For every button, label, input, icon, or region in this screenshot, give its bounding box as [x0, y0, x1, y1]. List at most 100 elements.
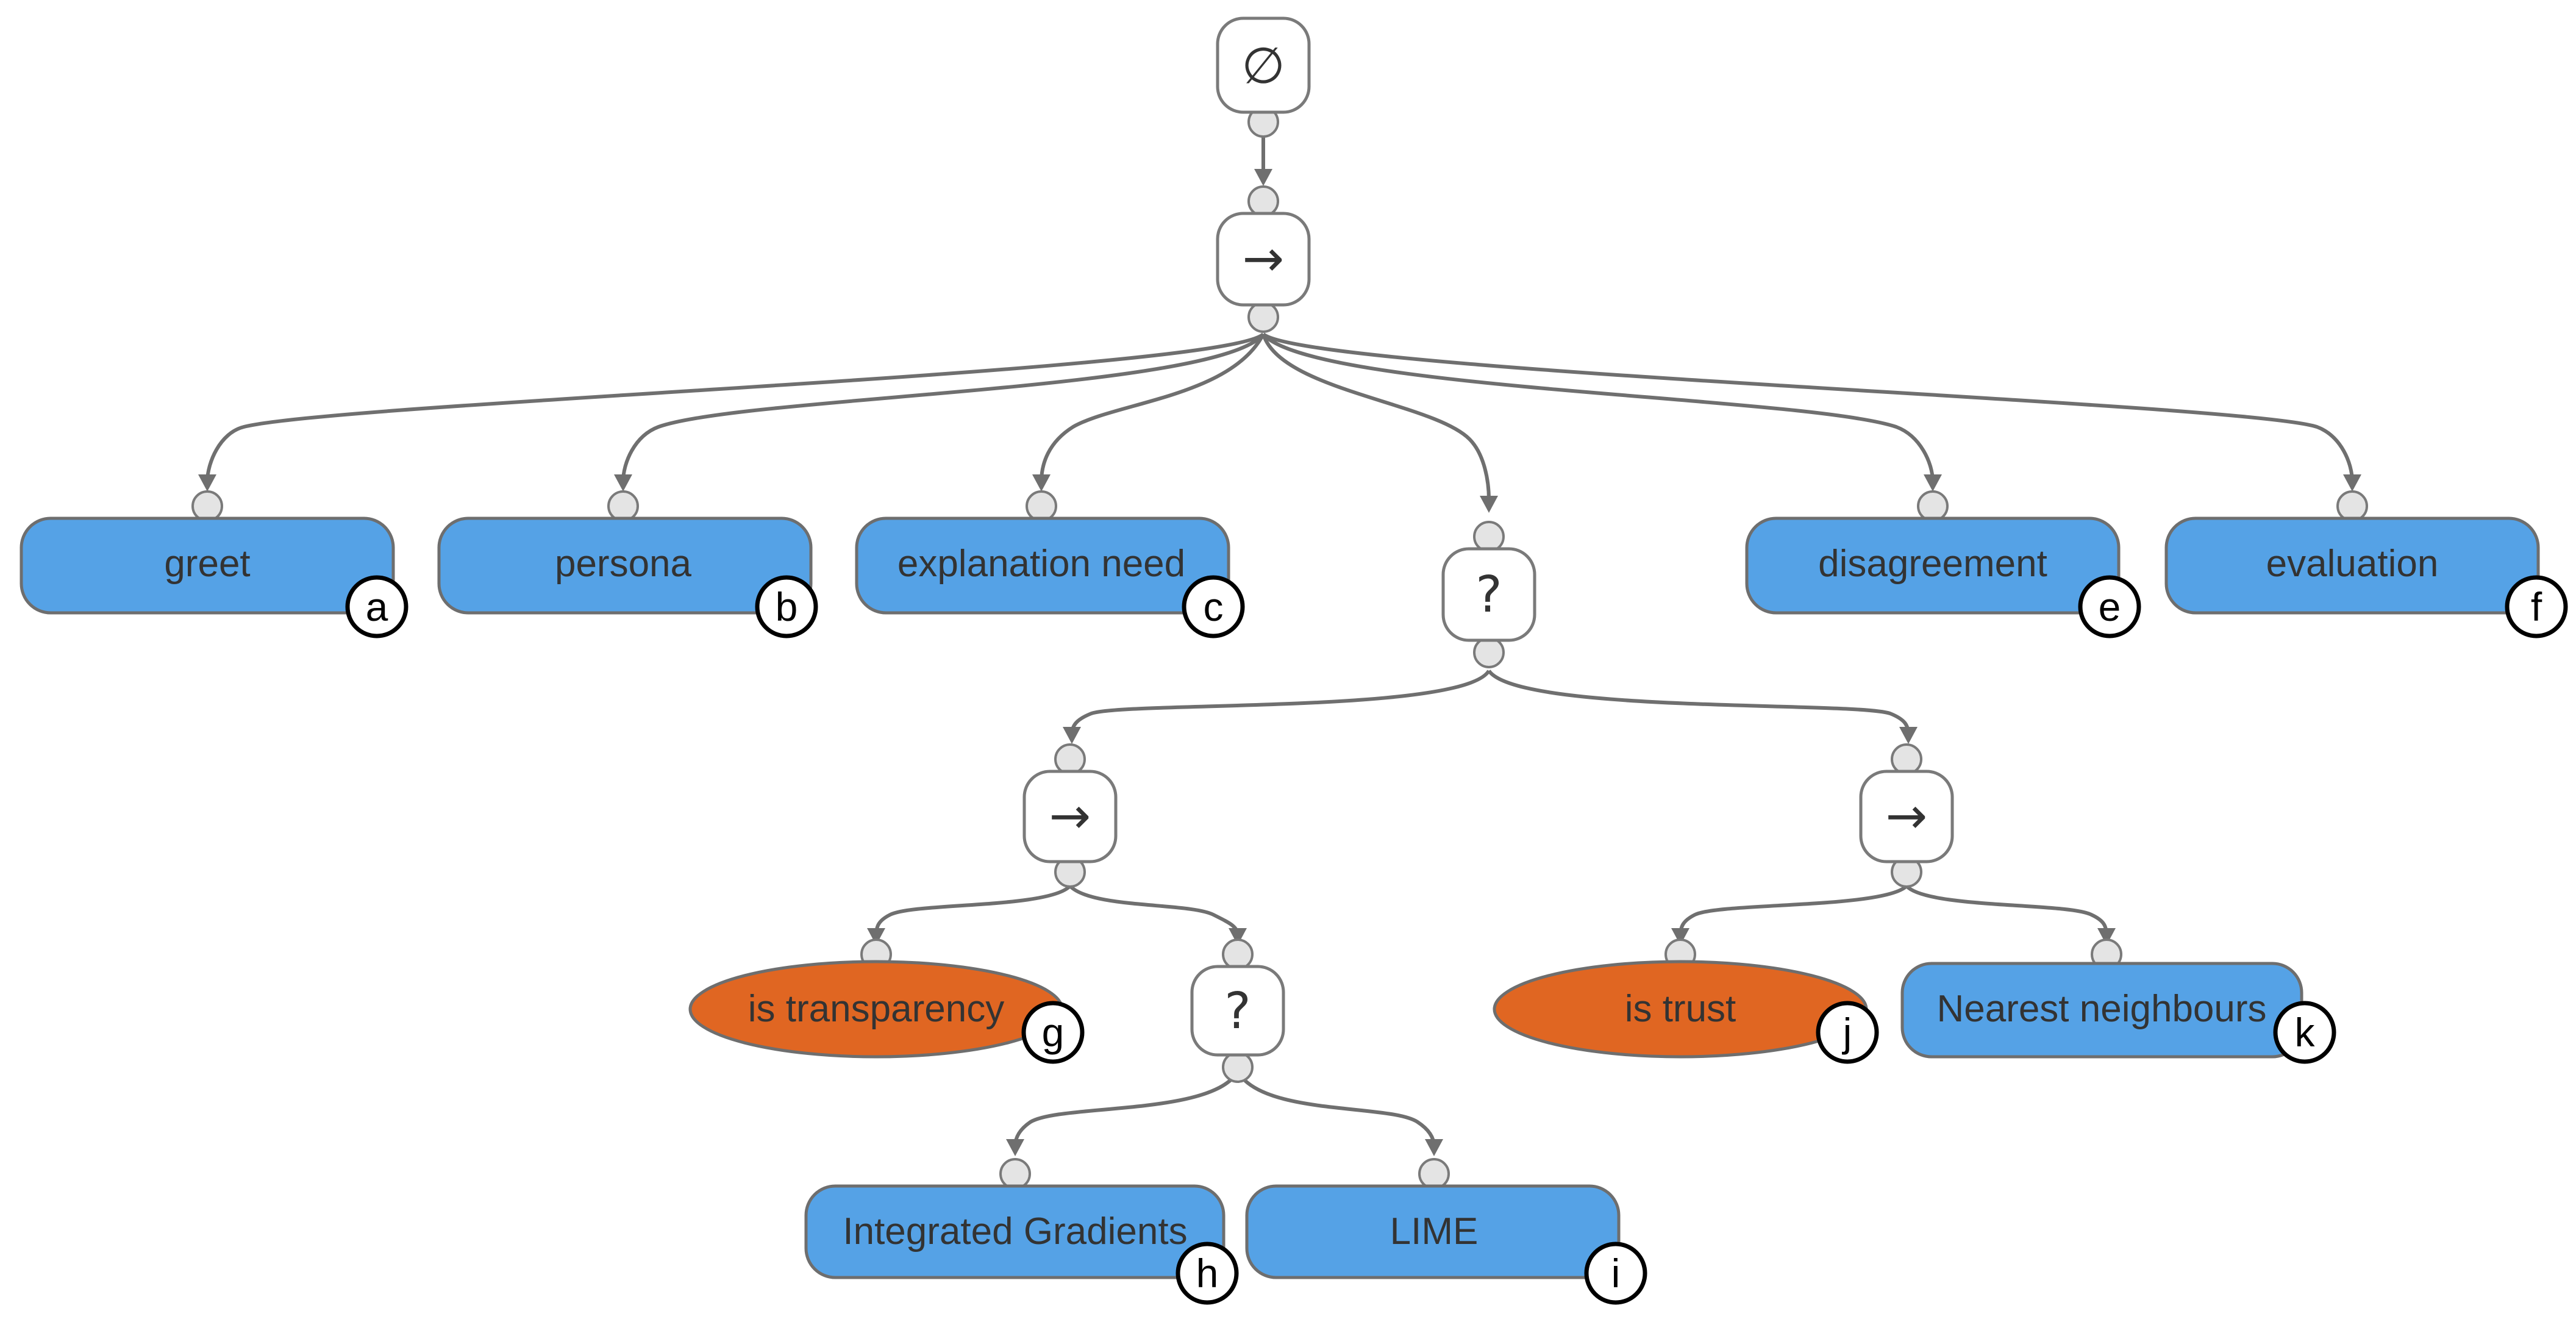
badge-letter: e: [2099, 584, 2121, 629]
action-label: disagreement: [1818, 543, 2047, 585]
port-top: [1054, 743, 1086, 775]
port-top: [1026, 490, 1057, 522]
edge-selector-low-to-integrated-gradients: [1013, 1070, 1240, 1147]
sequence-node-box: [1022, 770, 1118, 863]
port-bottom: [1473, 637, 1505, 668]
selector-node-box: [1190, 965, 1285, 1057]
port-top: [1891, 743, 1922, 775]
action-label: Integrated Gradients: [843, 1210, 1187, 1253]
condition-label: is trust: [1625, 988, 1736, 1030]
edge-selector-low-to-lime: [1236, 1070, 1436, 1147]
edge-right-seq-to-is-trust: [1679, 884, 1908, 937]
port-top: [999, 1158, 1031, 1190]
action-node-integrated-gradients[interactable]: Integrated Gradients h: [804, 1158, 1239, 1305]
sequence-node-top[interactable]: →: [1216, 185, 1311, 333]
badge-circle: [2273, 1001, 2336, 1064]
port-top: [607, 490, 639, 522]
root-node[interactable]: ∅: [1216, 16, 1311, 138]
action-label: LIME: [1390, 1210, 1479, 1253]
edge-arrowhead: [867, 928, 885, 945]
action-node-explanation-need[interactable]: explanation need c: [855, 490, 1245, 638]
action-node-box: [1245, 1184, 1621, 1279]
edge-arrowhead: [1032, 474, 1051, 491]
badge-letter: i: [1611, 1251, 1621, 1296]
port-top: [191, 490, 223, 522]
badge-letter: k: [2295, 1010, 2316, 1055]
port-top: [2336, 490, 2368, 522]
port-bottom: [1222, 1051, 1254, 1083]
edge-seq-to-selector: [1261, 334, 1491, 501]
sequence-node-box: [1216, 212, 1311, 307]
port-top: [1222, 938, 1254, 970]
badge-letter: h: [1196, 1251, 1219, 1296]
edge-arrowhead: [2343, 474, 2361, 491]
port-bottom: [1247, 301, 1279, 333]
edge-arrowhead: [2097, 928, 2116, 945]
badge-letter: g: [1042, 1010, 1065, 1055]
badge-letter: a: [366, 584, 388, 629]
badge-letter: f: [2531, 584, 2542, 629]
root-node-box: [1216, 16, 1311, 114]
edge-left-seq-to-is-transparency: [874, 884, 1072, 937]
edge-arrowhead: [1671, 928, 1689, 945]
action-node-box: [804, 1184, 1226, 1279]
edge-arrowhead: [198, 474, 216, 491]
selector-node-box: [1441, 547, 1536, 642]
arrow-right-icon: →: [1243, 230, 1285, 288]
selector-node-low[interactable]: ?: [1190, 938, 1285, 1083]
question-mark-icon: ?: [1475, 566, 1502, 624]
edge-arrowhead: [1229, 928, 1247, 945]
port-top: [1473, 521, 1505, 552]
port-top: [1418, 1158, 1450, 1190]
badge-circle: [1021, 1001, 1085, 1064]
question-mark-icon: ?: [1224, 982, 1251, 1040]
badge-circle: [1176, 1242, 1239, 1305]
badge-letter: b: [776, 584, 798, 629]
port-top: [1917, 490, 1949, 522]
condition-node-is-trust[interactable]: is trust j: [1493, 938, 1879, 1064]
edge-left-seq-to-selector-low: [1068, 884, 1240, 937]
action-label: evaluation: [2266, 543, 2439, 585]
action-node-box: [20, 516, 395, 615]
action-node-box: [1745, 516, 2121, 615]
action-node-box: [437, 516, 813, 615]
badge-circle: [2078, 575, 2141, 638]
action-node-box: [855, 516, 1230, 615]
edge-arrowhead: [1063, 727, 1081, 744]
badge-circle: [345, 575, 409, 638]
arrow-right-icon: →: [1886, 787, 1928, 845]
action-node-nearest-neighbours[interactable]: Nearest neighbours k: [1900, 938, 2336, 1064]
edge-arrowhead: [1480, 496, 1498, 513]
badge-circle: [755, 575, 818, 638]
condition-label: is transparency: [748, 988, 1004, 1030]
badge-circle: [2505, 575, 2568, 638]
edges: [198, 126, 2361, 1156]
edge-seq-to-evaluation: [1262, 332, 2354, 482]
action-label: explanation need: [897, 543, 1185, 585]
edge-seq-to-disagreement: [1261, 333, 1935, 482]
edge-seq-to-explanation-need: [1040, 333, 1265, 482]
condition-node-is-transparency[interactable]: is transparency g: [688, 938, 1085, 1064]
edge-right-seq-to-nearest-neighbours: [1905, 884, 2108, 937]
edge-arrowhead: [1425, 1139, 1443, 1156]
action-node-disagreement[interactable]: disagreement e: [1745, 490, 2141, 638]
action-node-lime[interactable]: LIME i: [1245, 1158, 1647, 1305]
edge-arrowhead: [614, 474, 632, 491]
action-node-box: [2164, 516, 2540, 615]
sequence-node-left[interactable]: →: [1022, 743, 1118, 888]
action-node-evaluation[interactable]: evaluation f: [2164, 490, 2568, 638]
sequence-node-box: [1859, 770, 1954, 863]
selector-node-mid[interactable]: ?: [1441, 521, 1536, 668]
arrow-right-icon: →: [1049, 787, 1091, 845]
badge-circle: [1816, 1001, 1879, 1064]
empty-set-icon: ∅: [1241, 37, 1285, 95]
action-node-persona[interactable]: persona b: [437, 490, 818, 638]
port-top: [1247, 185, 1279, 217]
badge-circle: [1182, 575, 1245, 638]
edge-arrowhead: [1924, 474, 1942, 491]
sequence-node-right[interactable]: →: [1859, 743, 1954, 888]
action-label: persona: [555, 543, 692, 585]
badge-letter: c: [1204, 584, 1224, 629]
action-node-greet[interactable]: greet a: [20, 490, 409, 638]
